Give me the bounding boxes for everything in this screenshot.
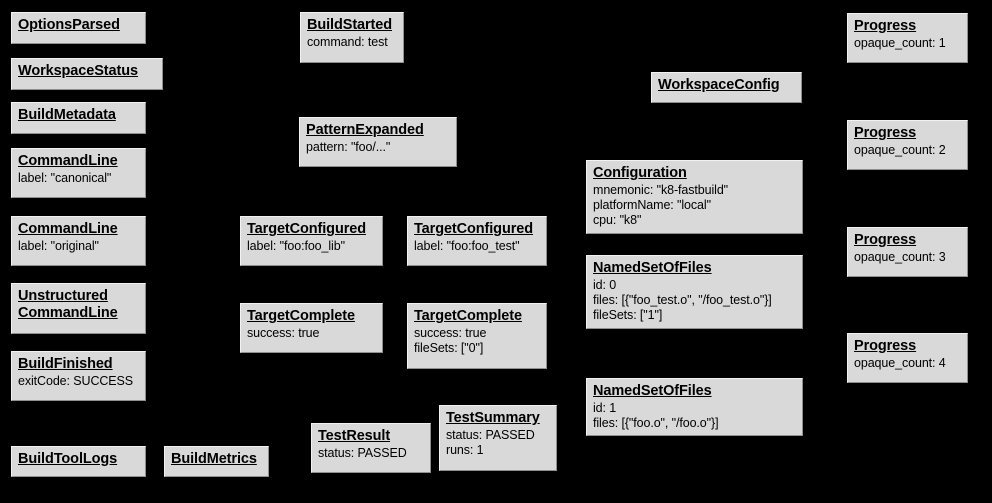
node-target-configured-foo-lib[interactable]: TargetConfigured label: "foo:foo_lib" <box>240 216 383 266</box>
node-fields: label: "canonical" <box>18 171 112 185</box>
node-title: TargetComplete <box>414 308 522 324</box>
node-target-configured-foo-test[interactable]: TargetConfigured label: "foo:foo_test" <box>407 216 547 266</box>
node-title: BuildToolLogs <box>18 451 118 467</box>
node-title: Unstructured CommandLine <box>18 288 118 321</box>
node-title: CommandLine <box>18 153 118 169</box>
node-title: TestResult <box>318 428 391 444</box>
node-command-line-original[interactable]: CommandLine label: "original" <box>11 216 146 266</box>
node-target-complete-foo-lib[interactable]: TargetComplete success: true <box>240 303 383 353</box>
node-build-finished[interactable]: BuildFinished exitCode: SUCCESS <box>11 351 146 401</box>
node-fields: opaque_count: 2 <box>854 143 946 157</box>
node-progress-1[interactable]: Progress opaque_count: 1 <box>847 13 968 63</box>
node-fields: pattern: "foo/..." <box>306 140 391 154</box>
node-fields: command: test <box>307 35 388 49</box>
node-fields: mnemonic: "k8-fastbuild" platformName: "… <box>593 183 729 227</box>
node-workspace-status[interactable]: WorkspaceStatus <box>11 58 163 90</box>
node-title: Progress <box>854 232 917 248</box>
node-workspace-config[interactable]: WorkspaceConfig <box>651 72 802 103</box>
node-fields: id: 0 files: [{"foo_test.o", "/foo_test.… <box>593 278 772 322</box>
node-title: CommandLine <box>18 221 118 237</box>
node-progress-2[interactable]: Progress opaque_count: 2 <box>847 120 968 170</box>
node-named-set-of-files-0[interactable]: NamedSetOfFiles id: 0 files: [{"foo_test.… <box>586 255 803 329</box>
node-command-line-canonical[interactable]: CommandLine label: "canonical" <box>11 148 146 198</box>
node-fields: exitCode: SUCCESS <box>18 374 134 388</box>
node-title: Configuration <box>593 165 687 181</box>
node-title: TestSummary <box>446 410 540 426</box>
node-title: Progress <box>854 338 917 354</box>
node-title: PatternExpanded <box>306 122 424 138</box>
node-title: BuildStarted <box>307 17 393 33</box>
node-fields: status: PASSED runs: 1 <box>446 428 535 457</box>
node-fields: label: "foo:foo_test" <box>414 239 520 253</box>
node-fields: label: "foo:foo_lib" <box>247 239 345 253</box>
node-title: Progress <box>854 18 917 34</box>
node-options-parsed[interactable]: OptionsParsed <box>11 12 146 44</box>
node-title: BuildMetrics <box>171 451 257 467</box>
node-title: OptionsParsed <box>18 17 120 33</box>
node-title: TargetComplete <box>247 308 355 324</box>
node-fields: label: "original" <box>18 239 99 253</box>
node-build-metrics[interactable]: BuildMetrics <box>164 446 269 477</box>
node-named-set-of-files-1[interactable]: NamedSetOfFiles id: 1 files: [{"foo.o", "… <box>586 378 803 436</box>
node-fields: opaque_count: 4 <box>854 356 946 370</box>
node-fields: success: true <box>247 326 320 340</box>
node-test-result[interactable]: TestResult status: PASSED <box>311 423 431 473</box>
node-title: BuildFinished <box>18 356 113 372</box>
node-title: TargetConfigured <box>414 221 533 237</box>
node-title: WorkspaceConfig <box>658 77 780 93</box>
node-fields: status: PASSED <box>318 446 407 460</box>
node-title: Progress <box>854 125 917 141</box>
node-fields: success: true fileSets: ["0"] <box>414 326 487 355</box>
node-build-tool-logs[interactable]: BuildToolLogs <box>11 446 146 477</box>
node-test-summary[interactable]: TestSummary status: PASSED runs: 1 <box>439 405 557 471</box>
node-fields: id: 1 files: [{"foo.o", "/foo.o"}] <box>593 401 719 430</box>
node-title: NamedSetOfFiles <box>593 260 712 276</box>
node-fields: opaque_count: 1 <box>854 36 946 50</box>
node-build-metadata[interactable]: BuildMetadata <box>11 102 146 134</box>
node-pattern-expanded[interactable]: PatternExpanded pattern: "foo/..." <box>299 117 457 167</box>
node-configuration[interactable]: Configuration mnemonic: "k8-fastbuild" pl… <box>586 160 803 234</box>
node-title: BuildMetadata <box>18 107 116 123</box>
node-title: WorkspaceStatus <box>18 63 138 79</box>
node-title: TargetConfigured <box>247 221 366 237</box>
node-progress-4[interactable]: Progress opaque_count: 4 <box>847 333 968 383</box>
node-unstructured-command-line[interactable]: Unstructured CommandLine <box>11 283 146 334</box>
node-progress-3[interactable]: Progress opaque_count: 3 <box>847 227 968 277</box>
node-target-complete-foo-test[interactable]: TargetComplete success: true fileSets: ["… <box>407 303 547 369</box>
node-fields: opaque_count: 3 <box>854 250 946 264</box>
node-title: NamedSetOfFiles <box>593 383 712 399</box>
node-build-started[interactable]: BuildStarted command: test <box>300 12 404 63</box>
